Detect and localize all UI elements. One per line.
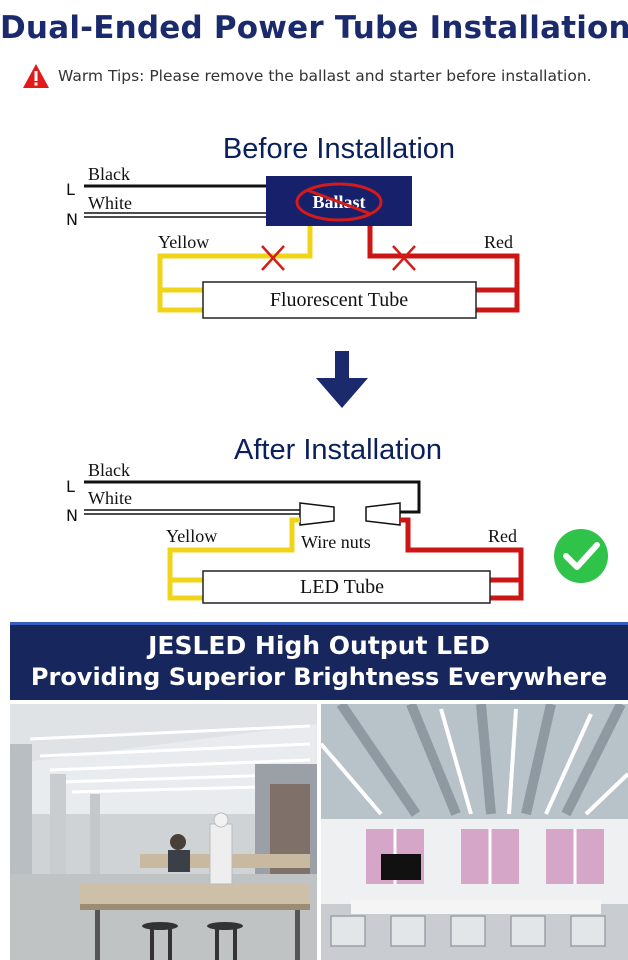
after-red-wire: [400, 517, 524, 601]
after-label-yellow: Yellow: [166, 526, 217, 546]
wiring-diagram: Before Installation Black L White N Ball…: [66, 133, 608, 604]
before-red-wire: [367, 226, 520, 313]
after-label-red: Red: [488, 526, 517, 546]
before-yellow-wire: [157, 226, 313, 313]
cut-mark-yellow-icon: [261, 245, 285, 271]
banner-line-1: JESLED High Output LED: [148, 631, 490, 660]
before-label-yellow: Yellow: [158, 232, 209, 252]
check-circle-icon: [554, 529, 608, 583]
before-heading: Before Installation: [223, 133, 455, 165]
before-label-l: L: [66, 180, 75, 199]
after-line-wires: [84, 480, 421, 515]
ballast-prohibit-icon: [295, 182, 383, 222]
after-yellow-wire: [167, 517, 300, 601]
wire-nuts-label: Wire nuts: [301, 532, 371, 552]
warm-tips: Warm Tips: Please remove the ballast and…: [22, 58, 592, 94]
workshop-photo: [10, 704, 317, 960]
after-heading: After Installation: [234, 434, 442, 466]
banner-line-2: Providing Superior Brightness Everywhere: [30, 663, 608, 691]
before-line-wires: [84, 184, 266, 218]
after-label-black: Black: [88, 460, 130, 480]
warm-tips-text: Warm Tips: Please remove the ballast and…: [58, 67, 592, 85]
wire-nut-right-icon: [365, 502, 401, 526]
after-label-l: L: [66, 477, 75, 496]
led-tube: [202, 570, 491, 604]
led-tube-label: LED Tube: [300, 576, 384, 598]
arrow-down-icon: [316, 351, 368, 408]
page-title: Dual-Ended Power Tube Installation: [0, 10, 628, 46]
after-label-n: N: [66, 506, 78, 525]
warning-triangle-icon: [23, 64, 49, 88]
ballast-box: Ballast: [266, 176, 412, 226]
cut-mark-red-icon: [392, 245, 416, 271]
after-label-white: White: [88, 488, 132, 508]
before-label-black: Black: [88, 164, 130, 184]
fluorescent-tube-label: Fluorescent Tube: [270, 289, 408, 311]
before-label-white: White: [88, 193, 132, 213]
wire-nut-left-icon: [299, 502, 335, 526]
promo-banner: JESLED High Output LED Providing Superio…: [10, 622, 628, 700]
before-label-n: N: [66, 210, 78, 229]
before-label-red: Red: [484, 232, 513, 252]
fluorescent-tube: [202, 281, 477, 319]
meeting-room-photo: [321, 704, 628, 960]
